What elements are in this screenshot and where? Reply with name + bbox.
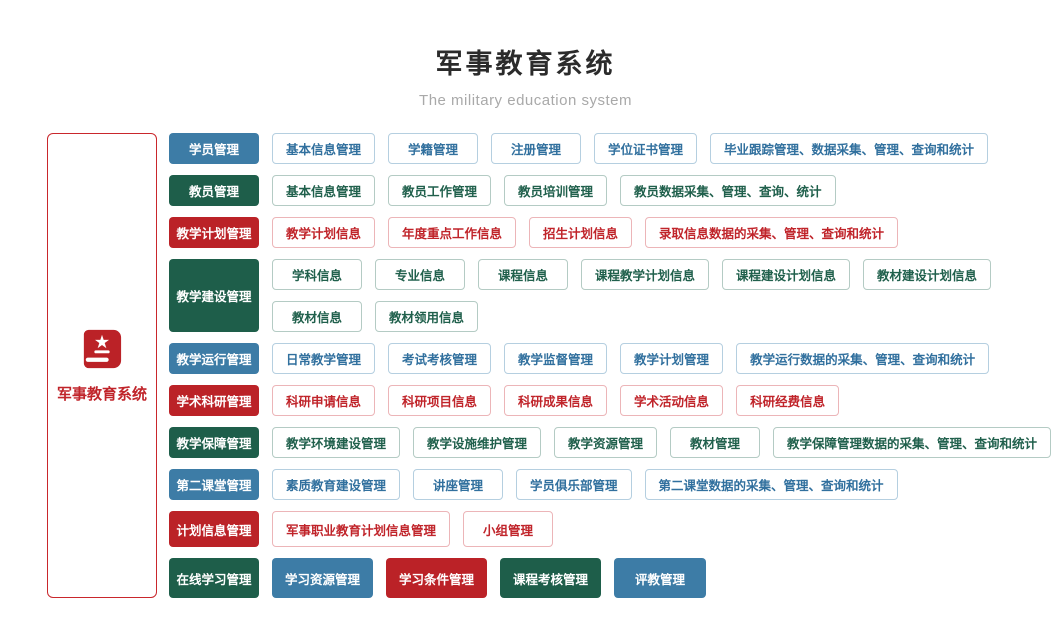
item-button[interactable]: 教材领用信息 [375, 301, 479, 332]
item-button[interactable]: 课程建设计划信息 [722, 259, 851, 290]
row-teaching-operation-management: 教学运行管理 日常教学管理 考试考核管理 教学监督管理 教学计划管理 教学运行数… [169, 343, 1051, 374]
item-button[interactable]: 学术活动信息 [620, 385, 724, 416]
row-online-learning-management: 在线学习管理 学习资源管理 学习条件管理 课程考核管理 评教管理 [169, 558, 1051, 598]
item-button[interactable]: 教员数据采集、管理、查询、统计 [620, 175, 836, 206]
page-subtitle: The military education system [419, 92, 632, 109]
item-button[interactable]: 录取信息数据的采集、管理、查询和统计 [645, 217, 899, 248]
row-items: 军事职业教育计划信息管理 小组管理 [272, 511, 554, 547]
row-items: 教学环境建设管理 教学设施维护管理 教学资源管理 教材管理 教学保障管理数据的采… [272, 427, 1051, 458]
category-online-learning-management[interactable]: 在线学习管理 [169, 558, 259, 598]
item-button[interactable]: 课程考核管理 [500, 558, 602, 598]
row-plan-info-management: 计划信息管理 军事职业教育计划信息管理 小组管理 [169, 511, 1051, 547]
category-student-management[interactable]: 学员管理 [169, 133, 259, 164]
item-button[interactable]: 毕业跟踪管理、数据采集、管理、查询和统计 [710, 133, 989, 164]
item-button[interactable]: 考试考核管理 [388, 343, 492, 374]
item-button[interactable]: 军事职业教育计划信息管理 [272, 511, 451, 547]
row-teacher-management: 教员管理 基本信息管理 教员工作管理 教员培训管理 教员数据采集、管理、查询、统… [169, 175, 1051, 206]
item-button[interactable]: 教学计划信息 [272, 217, 376, 248]
module-rows: 学员管理 基本信息管理 学籍管理 注册管理 学位证书管理 毕业跟踪管理、数据采集… [169, 133, 1051, 598]
category-plan-info-management[interactable]: 计划信息管理 [169, 511, 259, 547]
item-button[interactable]: 小组管理 [463, 511, 554, 547]
category-teaching-support-management[interactable]: 教学保障管理 [169, 427, 259, 458]
item-button[interactable]: 学位证书管理 [594, 133, 698, 164]
item-button[interactable]: 教学计划管理 [620, 343, 724, 374]
category-teaching-construction-management[interactable]: 教学建设管理 [169, 259, 259, 332]
root-node-military-education-system[interactable]: ★ 军事教育系统 [47, 133, 157, 598]
item-button[interactable]: 科研项目信息 [388, 385, 492, 416]
row-items: 学科信息 专业信息 课程信息 课程教学计划信息 课程建设计划信息 教材建设计划信… [272, 259, 992, 290]
row-academic-research-management: 学术科研管理 科研申请信息 科研项目信息 科研成果信息 学术活动信息 科研经费信… [169, 385, 1051, 416]
item-button[interactable]: 素质教育建设管理 [272, 469, 401, 500]
row-items: 基本信息管理 教员工作管理 教员培训管理 教员数据采集、管理、查询、统计 [272, 175, 836, 206]
item-button[interactable]: 教学环境建设管理 [272, 427, 401, 458]
row-items: 教学计划信息 年度重点工作信息 招生计划信息 录取信息数据的采集、管理、查询和统… [272, 217, 899, 248]
item-button[interactable]: 科研成果信息 [504, 385, 608, 416]
book-star-icon: ★ [83, 329, 122, 368]
item-button[interactable]: 第二课堂数据的采集、管理、查询和统计 [644, 469, 898, 500]
row-student-management: 学员管理 基本信息管理 学籍管理 注册管理 学位证书管理 毕业跟踪管理、数据采集… [169, 133, 1051, 164]
item-button[interactable]: 教学监督管理 [504, 343, 608, 374]
item-button[interactable]: 学科信息 [272, 259, 362, 290]
row-items: 科研申请信息 科研项目信息 科研成果信息 学术活动信息 科研经费信息 [272, 385, 840, 416]
category-academic-research-management[interactable]: 学术科研管理 [169, 385, 259, 416]
item-button[interactable]: 专业信息 [375, 259, 465, 290]
item-button[interactable]: 教材信息 [272, 301, 362, 332]
row-items: 日常教学管理 考试考核管理 教学监督管理 教学计划管理 教学运行数据的采集、管理… [272, 343, 990, 374]
row-item-lines: 学科信息 专业信息 课程信息 课程教学计划信息 课程建设计划信息 教材建设计划信… [272, 259, 992, 332]
item-button[interactable]: 科研经费信息 [736, 385, 840, 416]
item-button[interactable]: 科研申请信息 [272, 385, 376, 416]
item-button[interactable]: 教员工作管理 [388, 175, 492, 206]
page-title: 军事教育系统 [435, 49, 616, 79]
item-button[interactable]: 基本信息管理 [272, 133, 376, 164]
item-button[interactable]: 教员培训管理 [504, 175, 608, 206]
item-button[interactable]: 学习资源管理 [272, 558, 374, 598]
category-teacher-management[interactable]: 教员管理 [169, 175, 259, 206]
item-button[interactable]: 学籍管理 [388, 133, 479, 164]
category-teaching-plan-management[interactable]: 教学计划管理 [169, 217, 259, 248]
item-button[interactable]: 教材建设计划信息 [863, 259, 992, 290]
item-button[interactable]: 日常教学管理 [272, 343, 376, 374]
item-button[interactable]: 评教管理 [614, 558, 707, 598]
item-button[interactable]: 教学运行数据的采集、管理、查询和统计 [736, 343, 990, 374]
category-teaching-operation-management[interactable]: 教学运行管理 [169, 343, 259, 374]
item-button[interactable]: 课程信息 [478, 259, 568, 290]
item-button[interactable]: 注册管理 [491, 133, 582, 164]
item-button[interactable]: 课程教学计划信息 [581, 259, 710, 290]
page-header: 军事教育系统 The military education system [0, 0, 1051, 109]
item-button[interactable]: 讲座管理 [413, 469, 504, 500]
svg-text:★: ★ [94, 332, 110, 352]
item-button[interactable]: 年度重点工作信息 [388, 217, 517, 248]
diagram: ★ 军事教育系统 学员管理 基本信息管理 学籍管理 注册管理 学位证书管理 毕业… [47, 133, 1051, 598]
row-second-classroom-management: 第二课堂管理 素质教育建设管理 讲座管理 学员俱乐部管理 第二课堂数据的采集、管… [169, 469, 1051, 500]
item-button[interactable]: 学员俱乐部管理 [516, 469, 632, 500]
row-teaching-construction-management: 教学建设管理 学科信息 专业信息 课程信息 课程教学计划信息 课程建设计划信息 … [169, 259, 1051, 332]
item-button[interactable]: 招生计划信息 [529, 217, 633, 248]
row-items: 素质教育建设管理 讲座管理 学员俱乐部管理 第二课堂数据的采集、管理、查询和统计 [272, 469, 898, 500]
item-button[interactable]: 学习条件管理 [386, 558, 488, 598]
item-button[interactable]: 教学资源管理 [554, 427, 658, 458]
row-items: 教材信息 教材领用信息 [272, 301, 991, 332]
row-teaching-plan-management: 教学计划管理 教学计划信息 年度重点工作信息 招生计划信息 录取信息数据的采集、… [169, 217, 1051, 248]
item-button[interactable]: 基本信息管理 [272, 175, 376, 206]
row-items: 基本信息管理 学籍管理 注册管理 学位证书管理 毕业跟踪管理、数据采集、管理、查… [272, 133, 989, 164]
item-button[interactable]: 教材管理 [670, 427, 761, 458]
category-second-classroom-management[interactable]: 第二课堂管理 [169, 469, 259, 500]
row-teaching-support-management: 教学保障管理 教学环境建设管理 教学设施维护管理 教学资源管理 教材管理 教学保… [169, 427, 1051, 458]
item-button[interactable]: 教学设施维护管理 [413, 427, 542, 458]
row-items: 学习资源管理 学习条件管理 课程考核管理 评教管理 [272, 558, 707, 598]
root-node-label: 军事教育系统 [56, 385, 147, 403]
item-button[interactable]: 教学保障管理数据的采集、管理、查询和统计 [773, 427, 1051, 458]
